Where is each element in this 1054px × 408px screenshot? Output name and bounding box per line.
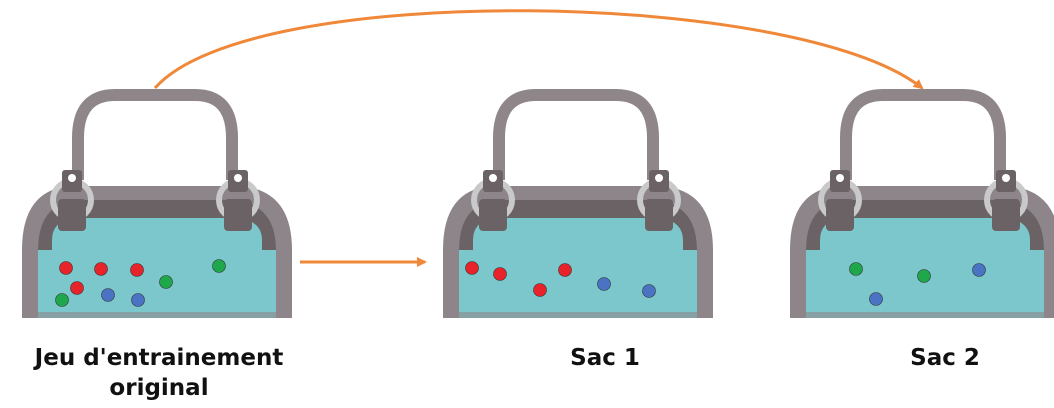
- clasp-plate-right: [645, 199, 673, 231]
- ball-green: [212, 259, 226, 273]
- clasp-rivet-left: [836, 174, 844, 182]
- clasp-rivet-left: [68, 174, 76, 182]
- bag-bottom: [38, 312, 276, 318]
- bag-handle: [493, 89, 659, 180]
- clasp-plate-left: [826, 199, 854, 231]
- clasp-rivet-right: [655, 174, 663, 182]
- clasp-plate-right: [224, 199, 252, 231]
- bag-original: [22, 89, 292, 318]
- bag-lid: [70, 218, 240, 242]
- bag-handle: [72, 89, 238, 180]
- bag-lid: [838, 218, 1008, 242]
- clasp-rivet-right: [234, 174, 242, 182]
- bag-sac-1: [443, 89, 713, 318]
- bag-handle: [840, 89, 1006, 180]
- ball-blue: [869, 292, 883, 306]
- ball-blue: [972, 263, 986, 277]
- bag-panel: [459, 200, 697, 250]
- ball-red: [493, 267, 507, 281]
- ball-red: [533, 283, 547, 297]
- ball-red: [94, 262, 108, 276]
- clasp-rivet-right: [1002, 174, 1010, 182]
- ball-green: [55, 293, 69, 307]
- ball-red: [465, 261, 479, 275]
- caption-original: Jeu d'entrainement original: [0, 343, 318, 403]
- ball-red: [558, 263, 572, 277]
- ball-green: [159, 275, 173, 289]
- ball-green: [917, 269, 931, 283]
- ball-blue: [131, 293, 145, 307]
- bag-bottom: [459, 312, 697, 318]
- caption-original-line1: Jeu d'entrainement: [34, 345, 284, 371]
- clasp-plate-right: [992, 199, 1020, 231]
- ball-red: [70, 281, 84, 295]
- bag-panel: [38, 200, 276, 250]
- ball-blue: [642, 284, 656, 298]
- ball-green: [849, 262, 863, 276]
- caption-sac-2: Sac 2: [910, 345, 980, 371]
- bag-panel: [806, 200, 1044, 250]
- clasp-rivet-left: [489, 174, 497, 182]
- bag-sac-2: [790, 89, 1054, 318]
- bag-lid: [491, 218, 661, 242]
- caption-sac-1: Sac 1: [570, 345, 640, 371]
- bag-bottom: [806, 312, 1044, 318]
- clasp-plate-left: [479, 199, 507, 231]
- ball-red: [59, 261, 73, 275]
- ball-blue: [101, 288, 115, 302]
- ball-red: [130, 263, 144, 277]
- clasp-plate-left: [58, 199, 86, 231]
- curved-arrow: [153, 9, 924, 90]
- ball-blue: [597, 277, 611, 291]
- caption-original-line2: original: [109, 375, 209, 401]
